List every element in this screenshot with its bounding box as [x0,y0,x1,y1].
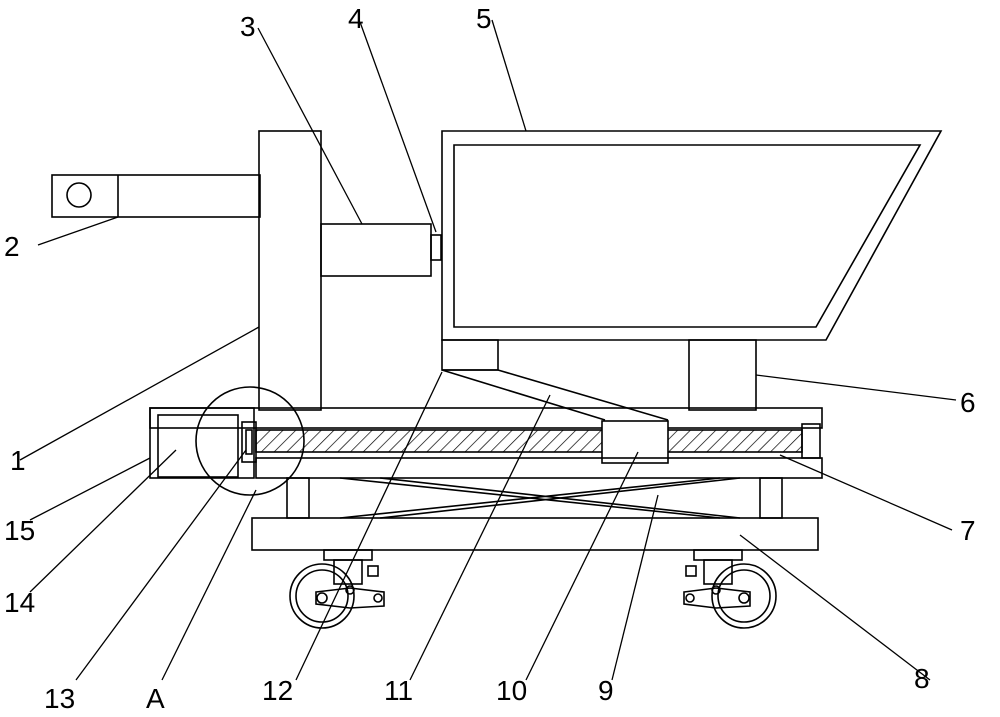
caster-right [683,549,777,629]
coupling-inner [245,429,253,455]
link-rod [442,369,669,421]
detail-circle-a [195,386,305,496]
label-13: 13 [44,683,75,714]
hopper-support-right [688,339,757,411]
label-6: 6 [960,387,976,418]
screw-bearing-right [801,423,821,459]
vertical-frame [258,130,322,411]
label-10: 10 [496,675,527,706]
motor [157,414,239,478]
push-cylinder [320,223,432,277]
label-14: 14 [4,587,35,618]
label-7: 7 [960,515,976,546]
label-11: 11 [384,675,413,706]
label-2: 2 [4,231,20,262]
motor-housing [149,407,255,479]
hopper-support-left [441,339,499,371]
label-1: 1 [10,445,26,476]
label-a: A [146,683,165,714]
label-9: 9 [598,675,614,706]
label-12: 12 [262,675,293,706]
base-plate [251,517,819,551]
handle [51,174,261,218]
carrier-plate [255,457,823,479]
label-3: 3 [240,11,256,42]
label-5: 5 [476,3,492,34]
scissor-lift [286,477,783,519]
label-8: 8 [914,663,930,694]
label-4: 4 [348,3,364,34]
coupling [241,421,257,463]
slider-nut [601,420,669,464]
upper-plate [149,407,823,429]
leader-lines [19,19,957,681]
caster-left [289,549,385,629]
piston-rod [430,234,442,261]
label-15: 15 [4,515,35,546]
hopper [441,130,943,341]
lead-screw [255,429,803,453]
